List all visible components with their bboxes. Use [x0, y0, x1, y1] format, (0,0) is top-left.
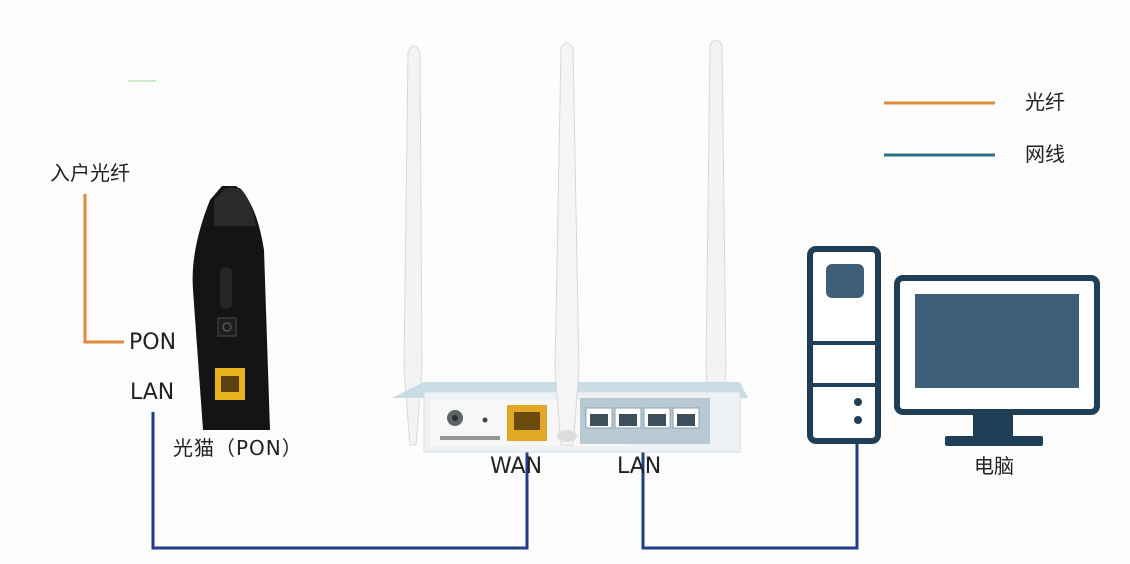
label-modem-lan: LAN [130, 380, 175, 405]
router [392, 39, 748, 453]
antenna-middle [554, 42, 580, 446]
optical-modem [192, 186, 270, 430]
antenna-left [403, 45, 423, 446]
label-router-wan: WAN [490, 454, 543, 479]
computer-tower [807, 246, 881, 444]
legend-cable-label: 网线 [1025, 142, 1065, 166]
label-modem-pon: PON [129, 330, 177, 355]
cable-router-to-computer [641, 442, 859, 550]
label-computer: 电脑 [974, 454, 1014, 478]
fiber-line [83, 194, 124, 344]
legend-fiber-label: 光纤 [1025, 90, 1065, 114]
cable-modem-to-router [151, 412, 529, 550]
label-fiber-in: 入户光纤 [50, 161, 130, 185]
label-router-lan: LAN [617, 454, 662, 479]
antenna-right [705, 39, 727, 446]
lan-ports [585, 407, 700, 429]
label-modem-name: 光猫（PON） [173, 436, 303, 460]
computer-monitor [894, 275, 1100, 446]
